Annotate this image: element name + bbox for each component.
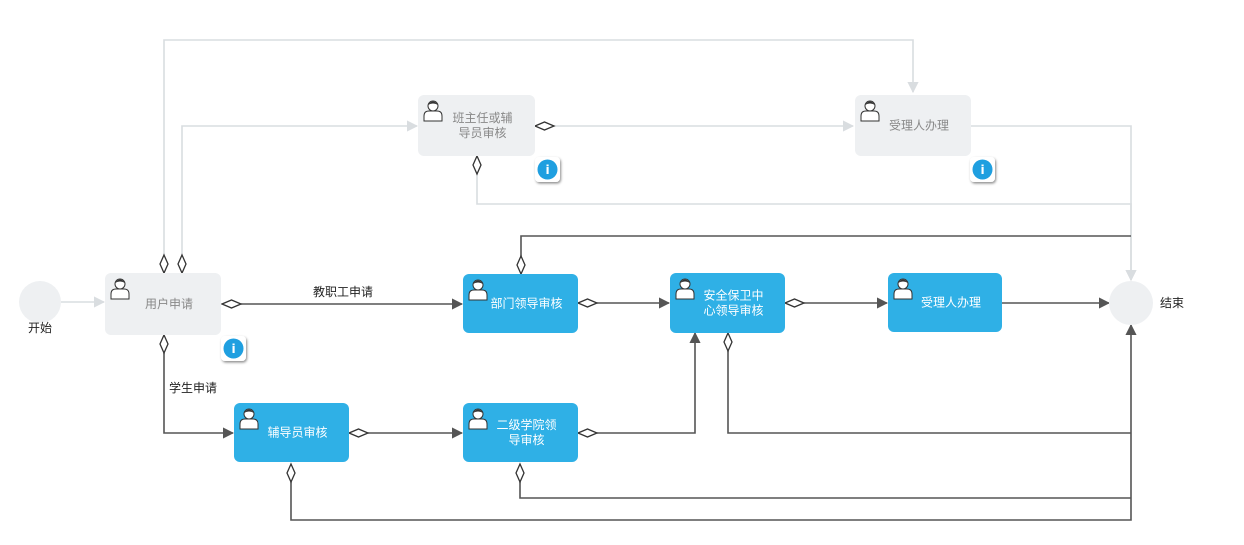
edge-user-apply-to-handler-top	[163, 39, 919, 255]
task-security-center-box[interactable]	[670, 273, 785, 333]
edge-label-student-apply: 学生申请	[169, 380, 217, 395]
diamond-dept-leader-top	[516, 254, 526, 276]
diamond-dept-leader-right	[576, 298, 599, 308]
connector-diamonds	[159, 121, 806, 484]
diamond-counselor-right	[347, 428, 370, 438]
task-counselor-box[interactable]	[234, 403, 349, 462]
edge-counselor-to-end	[290, 323, 1137, 521]
task-label-line: 安全保卫中	[703, 288, 763, 303]
info-badge-user-apply[interactable]: i	[221, 336, 246, 361]
active-edges	[163, 235, 1137, 521]
diamond-user-apply-top-left	[159, 253, 169, 275]
edge-label-staff-apply: 教职工申请	[313, 284, 373, 299]
end-event-circle[interactable]	[1109, 281, 1153, 325]
task-label-line: 受理人办理	[921, 295, 981, 310]
task-dept-leader-box[interactable]	[463, 274, 578, 333]
diamond-user-apply-top-right	[177, 253, 187, 275]
end-event[interactable]: 结束	[1109, 281, 1184, 325]
edge-user-apply-to-counselor	[163, 353, 235, 439]
task-label-line: 辅导员审核	[267, 425, 327, 440]
task-handler-top-box[interactable]	[855, 95, 971, 156]
task-label-line: 用户申请	[145, 296, 193, 311]
task-user-apply-box[interactable]	[105, 273, 221, 335]
diamond-user-apply-right	[220, 299, 243, 309]
task-handler-bottom-box[interactable]	[888, 273, 1002, 332]
info-badges: i i i	[221, 157, 995, 361]
info-badge-handler-top[interactable]: i	[970, 157, 995, 182]
info-badge-class-teacher[interactable]: i	[535, 157, 560, 182]
start-event[interactable]: 开始	[19, 281, 61, 335]
user-icon	[110, 278, 130, 300]
edge-class-teacher-to-end	[476, 174, 1137, 282]
task-handler-bottom[interactable]: 受理人办理	[888, 273, 1002, 332]
info-icon[interactable]	[972, 159, 993, 180]
task-label-line: 导员审核	[458, 125, 506, 140]
edge-handler-top-to-end	[971, 125, 1137, 282]
task-handler-top[interactable]: 受理人办理	[855, 95, 971, 156]
inactive-edges	[61, 39, 1137, 308]
task-label-line: 班主任或辅	[452, 111, 512, 125]
task-label-line: 导审核	[508, 432, 544, 447]
user-icon	[860, 100, 880, 122]
edge-dept-leader-to-end	[520, 235, 1131, 256]
user-icon	[675, 278, 695, 300]
diamond-class-teacher-right	[533, 121, 556, 131]
edge-security-to-end	[727, 351, 1131, 434]
edge-user-apply-to-class-teacher	[181, 120, 419, 255]
info-icon-glyph: i	[980, 163, 984, 177]
edge-college-to-security	[597, 331, 701, 434]
diamond-counselor-bottom	[286, 462, 296, 484]
end-event-label: 结束	[1160, 296, 1184, 310]
start-event-circle[interactable]	[19, 281, 61, 323]
info-icon[interactable]	[537, 159, 558, 180]
user-icon	[468, 408, 488, 430]
diamond-security-right	[783, 298, 806, 308]
task-label-line: 二级学院领	[496, 417, 556, 432]
task-class-teacher-box[interactable]	[418, 95, 535, 156]
task-label-line: 部门领导审核	[490, 296, 562, 311]
diamond-user-apply-bottom	[159, 333, 169, 355]
info-icon-glyph: i	[231, 342, 235, 356]
diamond-class-teacher-bottom	[472, 154, 482, 176]
user-icon	[423, 100, 443, 122]
info-icon[interactable]	[223, 338, 244, 359]
user-icon	[468, 279, 488, 301]
task-counselor[interactable]: 辅导员审核	[234, 403, 349, 462]
task-dept-leader[interactable]: 部门领导审核	[463, 274, 578, 333]
diamond-college-right	[576, 428, 599, 438]
user-icon	[239, 408, 259, 430]
task-nodes: 用户申请班主任或辅导员审核受理人办理部门领导审核安全保卫中心领导审核受理人办理辅…	[105, 95, 1002, 462]
task-user-apply[interactable]: 用户申请	[105, 273, 221, 335]
edge-college-to-end	[519, 482, 1131, 499]
info-icon-glyph: i	[545, 163, 549, 177]
user-icon	[893, 278, 913, 300]
diamond-college-bottom	[515, 462, 525, 484]
diamond-security-bottom	[723, 331, 733, 353]
task-label-line: 心领导审核	[703, 303, 763, 318]
task-label-line: 受理人办理	[889, 118, 949, 133]
task-college-leader-box[interactable]	[463, 403, 578, 462]
start-event-label: 开始	[28, 321, 52, 335]
